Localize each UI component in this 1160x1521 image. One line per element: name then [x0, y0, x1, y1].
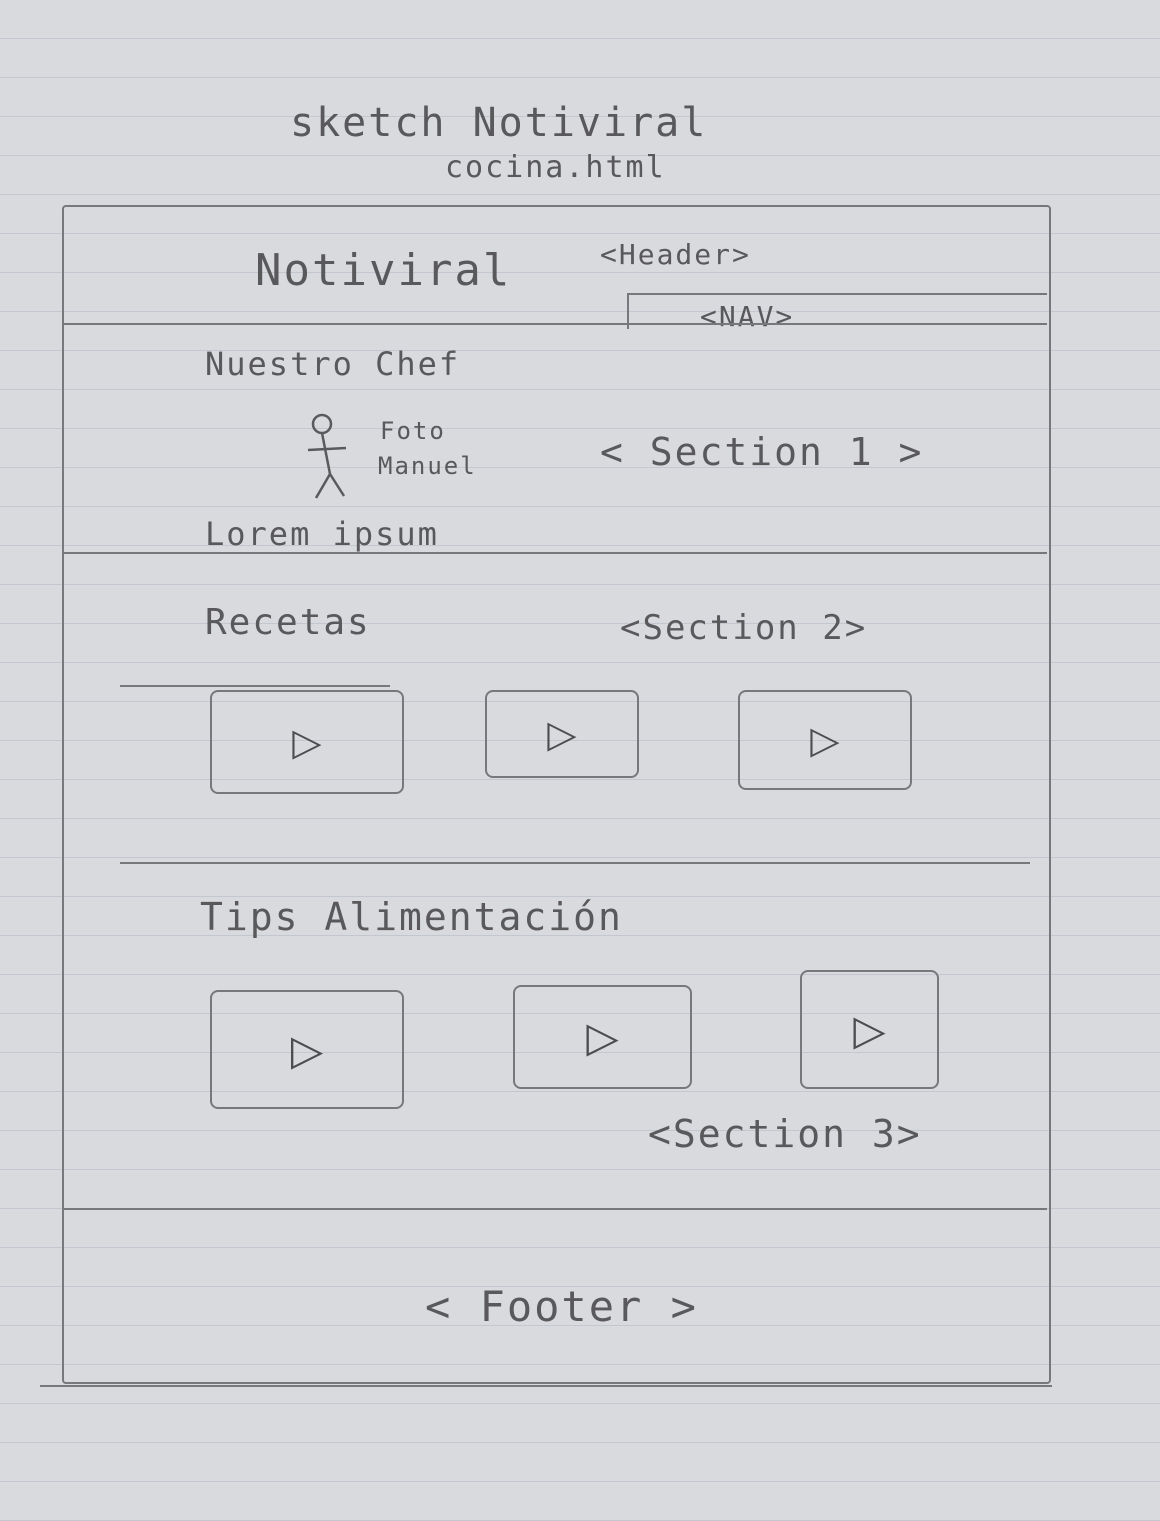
sketch-file-name: cocina.html [445, 150, 666, 185]
photo-label-foto: Foto [380, 417, 446, 445]
play-icon: ▷ [547, 712, 577, 756]
section2-divider [120, 862, 1030, 864]
section1-divider [62, 552, 1047, 554]
tips-video-1[interactable]: ▷ [210, 990, 404, 1109]
section1-tag: < Section 1 > [600, 430, 924, 474]
recipe-video-1[interactable]: ▷ [210, 690, 404, 794]
play-icon: ▷ [586, 1012, 619, 1062]
footer-bottom-line [40, 1385, 1052, 1387]
play-icon: ▷ [290, 1025, 324, 1074]
section2-tag: <Section 2> [620, 608, 868, 648]
tips-video-3[interactable]: ▷ [800, 970, 939, 1089]
footer-tag: < Footer > [425, 1282, 698, 1331]
stick-figure-icon [307, 413, 347, 499]
header-divider [62, 323, 1047, 325]
section3-divider [62, 1208, 1047, 1210]
site-logo[interactable]: Notiviral [255, 245, 512, 296]
play-icon: ▷ [292, 720, 322, 764]
section3-heading: Tips Alimentación [200, 895, 623, 939]
sketch-title: sketch Notiviral [290, 100, 708, 146]
tips-video-2[interactable]: ▷ [513, 985, 692, 1089]
section2-heading: Recetas [205, 602, 371, 643]
section2-underline [120, 685, 390, 687]
section1-heading: Nuestro Chef [205, 345, 461, 383]
recipe-video-2[interactable]: ▷ [485, 690, 639, 778]
recipe-video-3[interactable]: ▷ [738, 690, 912, 790]
section1-text: Lorem ipsum [205, 515, 439, 553]
nav-box-top [627, 293, 1047, 295]
nav-box-left [627, 293, 629, 329]
play-icon: ▷ [810, 718, 840, 762]
page-frame [62, 205, 1051, 1384]
photo-label-manuel: Manuel [378, 452, 477, 480]
section3-tag: <Section 3> [648, 1112, 922, 1156]
nav-tag[interactable]: <NAV> [700, 300, 795, 333]
header-tag: <Header> [600, 238, 751, 271]
play-icon: ▷ [853, 1005, 886, 1054]
